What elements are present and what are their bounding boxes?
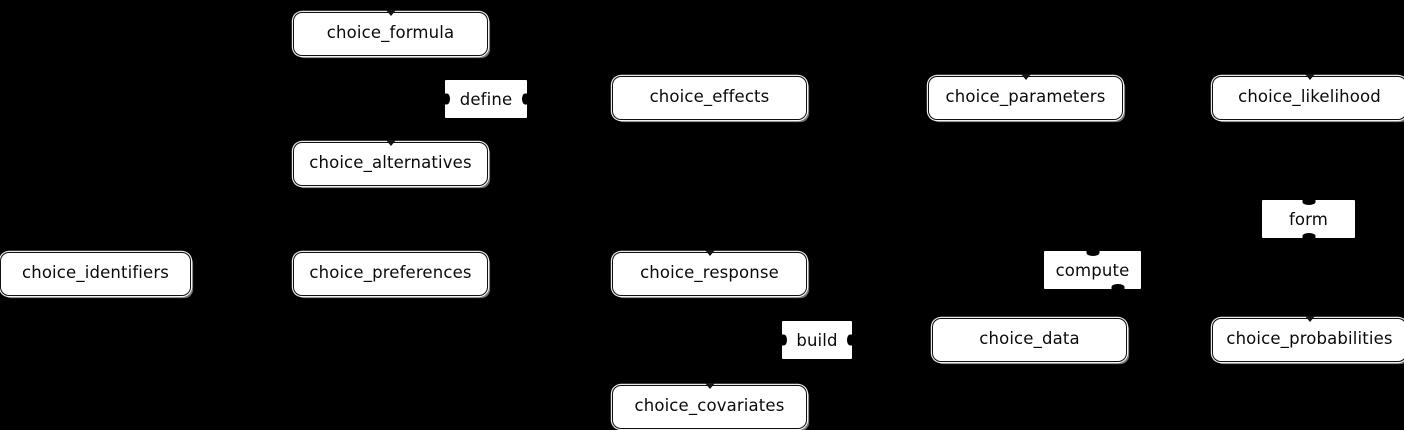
edge-line-notch [781, 334, 787, 346]
edge-label-text: compute [1055, 260, 1130, 280]
graph-node-label: choice_likelihood [1238, 87, 1381, 107]
graph-node-label: choice_covariates [634, 396, 785, 416]
edge-line-notch [1086, 250, 1099, 256]
edge-line-notch [1302, 233, 1315, 239]
graph-node-label: choice_response [640, 263, 779, 283]
edge-label-build: build [781, 321, 853, 359]
edge-label-compute: compute [1044, 250, 1141, 290]
graph-node-label: choice_preferences [309, 263, 472, 283]
graph-node-label: choice_parameters [945, 87, 1106, 107]
graph-node-choice_preferences[interactable]: choice_preferences [293, 252, 488, 296]
edge-arrowhead-icon [385, 140, 396, 146]
graph-node-choice_formula[interactable]: choice_formula [293, 10, 488, 56]
graph-node-label: choice_probabilities [1226, 329, 1393, 349]
graph-node-label: choice_effects [649, 87, 770, 107]
edge-line-notch [444, 93, 450, 105]
graph-node-choice_data[interactable]: choice_data [932, 318, 1127, 362]
edge-arrowhead-icon [704, 250, 715, 256]
edge-label-text: define [459, 89, 513, 109]
edge-line-notch [522, 93, 528, 105]
edge-line-notch [847, 334, 853, 346]
graph-node-choice_response[interactable]: choice_response [612, 250, 807, 296]
edge-arrowhead-icon [1020, 74, 1031, 80]
edge-label-text: form [1288, 209, 1329, 229]
edge-label-form: form [1262, 199, 1355, 239]
graph-node-choice_probabilities[interactable]: choice_probabilities [1212, 316, 1404, 362]
edge-arrowhead-icon [1304, 74, 1315, 80]
edge-arrowhead-icon [1304, 316, 1315, 322]
edge-label-define: define [444, 80, 528, 118]
graph-node-choice_identifiers[interactable]: choice_identifiers [0, 252, 191, 296]
graph-node-choice_alternatives[interactable]: choice_alternatives [293, 140, 488, 186]
edge-line-notch [1302, 199, 1315, 205]
graph-node-label: choice_identifiers [21, 263, 170, 283]
graph-node-label: choice_formula [326, 23, 455, 43]
graph-node-choice_parameters[interactable]: choice_parameters [928, 74, 1123, 120]
graph-node-choice_effects[interactable]: choice_effects [612, 76, 807, 120]
edge-label-text: build [796, 330, 838, 350]
graph-node-label: choice_alternatives [309, 153, 472, 173]
edge-line-notch [1111, 284, 1125, 290]
graph-node-label: choice_data [979, 329, 1080, 349]
graph-node-choice_likelihood[interactable]: choice_likelihood [1212, 74, 1404, 120]
edge-arrowhead-icon [704, 383, 715, 389]
edge-arrowhead-icon [385, 10, 396, 16]
graph-node-choice_covariates[interactable]: choice_covariates [612, 383, 807, 429]
